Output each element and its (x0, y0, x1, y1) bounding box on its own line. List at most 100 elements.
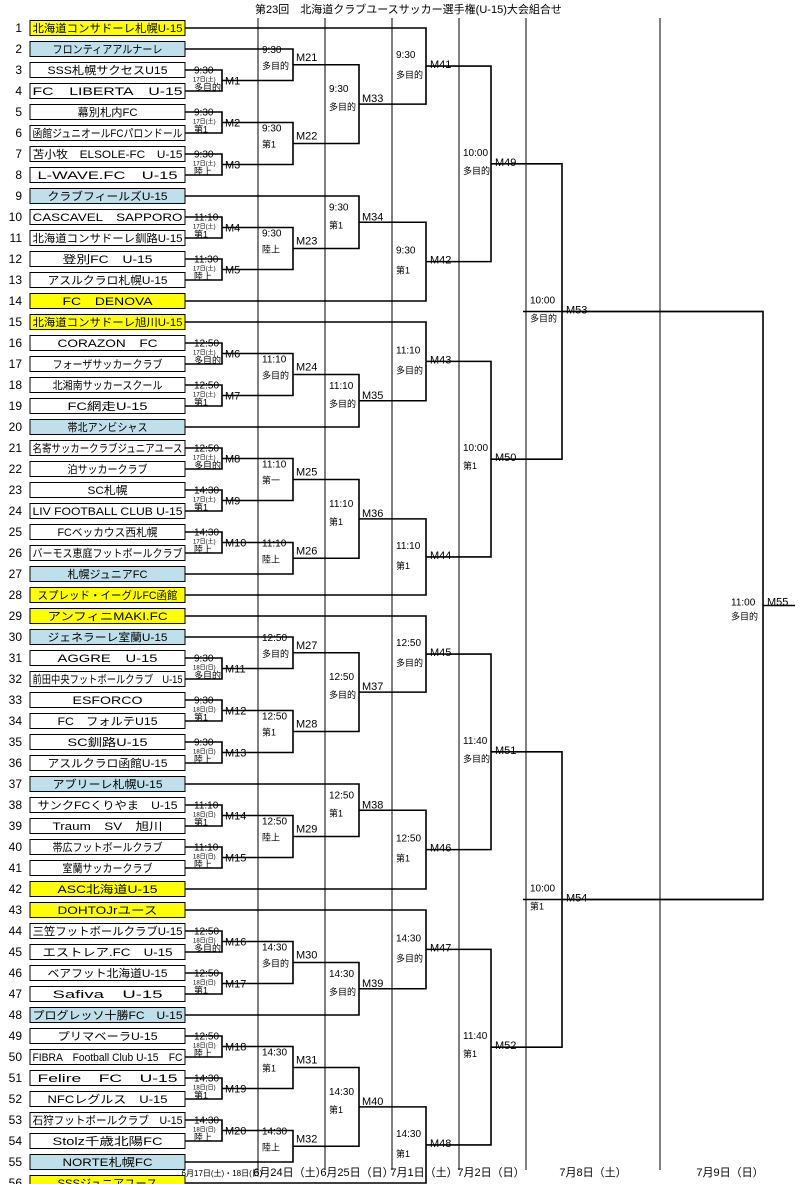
team-box (29, 608, 186, 624)
team-box (29, 377, 186, 393)
match-date: 17日(土) (193, 118, 216, 126)
team-box (29, 734, 186, 750)
match-venue: 陸上 (262, 832, 280, 843)
match-date: 17日(土) (193, 391, 216, 399)
team-box (29, 1133, 186, 1149)
team-name: アスルクラロ札幌U-15 (48, 273, 168, 287)
team-name: NORTE札幌FC (63, 1155, 153, 1169)
match-venue: 第1 (194, 502, 208, 513)
match-id: M35 (362, 390, 383, 402)
team-number: 28 (9, 588, 23, 602)
team-number: 29 (9, 609, 23, 623)
team-number: 49 (9, 1029, 23, 1043)
team-box (29, 1091, 186, 1107)
match-venue: 第1 (530, 901, 544, 912)
match-date: 18日(日) (193, 665, 216, 672)
date-label: 7月2日（日） (457, 1166, 524, 1179)
team-box (29, 629, 186, 645)
r4-bracket (392, 809, 427, 890)
match-time: 9:30 (396, 50, 416, 61)
match-id: M32 (296, 1133, 317, 1145)
match-date: 18日(日) (193, 1127, 216, 1134)
team-box (29, 146, 186, 162)
team-box (29, 314, 186, 330)
match-time: 14:30 (262, 943, 287, 954)
team-name: FCベッカウス西札幌 (58, 525, 158, 539)
match-date: 18日(日) (193, 1085, 216, 1092)
match-time: 11:10 (194, 801, 219, 812)
match-id: M2 (225, 118, 240, 130)
match-time: 9:30 (194, 150, 214, 161)
team-box (29, 62, 186, 78)
match-time: 12:50 (194, 444, 219, 455)
team-number: 14 (9, 294, 23, 308)
team-name: 北湘南サッカースクール (53, 378, 163, 392)
match-id: M5 (225, 265, 240, 277)
team-name: 登別FC U-15 (63, 252, 153, 266)
team-box (29, 1007, 186, 1023)
date-label: 6月25日（日） (320, 1166, 393, 1179)
match-time: 10:00 (530, 296, 555, 307)
team-box (29, 713, 186, 729)
team-number: 19 (9, 399, 23, 413)
team-number: 46 (9, 966, 23, 980)
match-venue: 陸上 (262, 553, 280, 564)
team-number: 30 (9, 630, 23, 644)
team-name: ASC北海道U-15 (58, 882, 158, 896)
match-time: 14:30 (396, 1129, 421, 1140)
match-time: 11:10 (194, 843, 219, 854)
team-box (29, 860, 186, 876)
match-id: M54 (566, 893, 587, 905)
match-time: 14:30 (329, 1087, 354, 1098)
team-number: 32 (9, 672, 23, 686)
match-id: M11 (225, 664, 246, 676)
match-time: 12:50 (396, 638, 421, 649)
team-box (29, 923, 186, 939)
match-date: 17日(土) (193, 223, 216, 231)
team-name: アンフィニMAKI.FC (48, 611, 168, 623)
date-label: 7月1日（土） (390, 1166, 457, 1179)
match-id: M33 (362, 93, 383, 105)
match-id: M47 (430, 942, 451, 954)
team-name: サンクFCくりやま U-15 (38, 799, 178, 812)
match-id: M41 (430, 59, 451, 71)
team-name: Safiva U-15 (53, 989, 163, 1001)
team-number: 20 (9, 420, 23, 434)
team-name: SC札幌 (88, 483, 128, 497)
team-box (29, 104, 186, 120)
match-id: M34 (362, 211, 383, 223)
match-venue: 第1 (396, 1148, 410, 1159)
match-venue: 第1 (396, 853, 410, 864)
team-number: 44 (9, 924, 23, 938)
match-time: 12:50 (262, 712, 287, 723)
team-number: 48 (9, 1008, 23, 1022)
match-id: M39 (362, 978, 383, 990)
match-id: M1 (225, 76, 240, 88)
team-box (29, 566, 186, 582)
team-number: 33 (9, 693, 23, 707)
team-box (29, 503, 186, 519)
match-date: 18日(日) (193, 854, 216, 861)
match-time: 14:30 (194, 1074, 219, 1085)
match-id: M37 (362, 681, 383, 693)
date-label: 6月24日（土） (253, 1166, 326, 1179)
team-name: Traum SV 旭川 (53, 819, 163, 833)
match-venue: 第1 (396, 560, 410, 571)
team-number: 42 (9, 882, 23, 896)
team-name: ジェネラーレ室蘭U-15 (48, 630, 168, 644)
r4-bracket (392, 27, 427, 105)
match-date: 17日(土) (193, 265, 216, 273)
match-time: 11:10 (329, 499, 354, 510)
team-name: FC LIBERTA U-15 (33, 86, 183, 98)
match-venue: 多目的 (463, 165, 490, 176)
team-box (29, 965, 186, 981)
team-name: プログレッソ十勝FC U-15 (33, 1008, 183, 1022)
team-number: 31 (9, 651, 23, 665)
match-time: 14:30 (194, 528, 219, 539)
match-date: 18日(日) (193, 749, 216, 756)
team-box (29, 272, 186, 288)
team-box (29, 1154, 186, 1170)
team-box (29, 1070, 186, 1086)
match-time: 9:30 (194, 696, 214, 707)
